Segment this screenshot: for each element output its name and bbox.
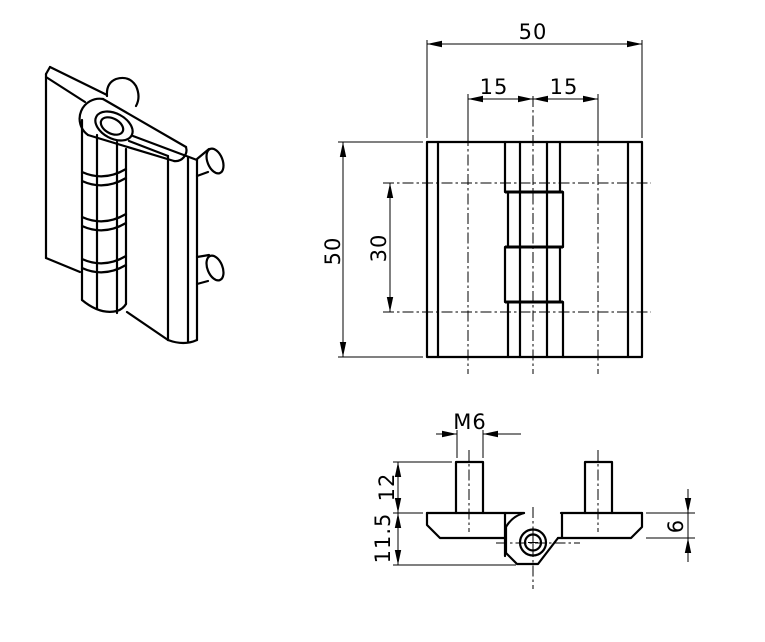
iso-stud-lower bbox=[195, 253, 225, 286]
dim-front-pitch: 15 15 bbox=[467, 75, 599, 140]
dim-text-thread: M6 bbox=[453, 410, 486, 434]
dim-text-total-height: 50 bbox=[321, 237, 345, 266]
bottom-centerlines bbox=[468, 450, 599, 589]
dim-text-stud-length: 12 bbox=[375, 473, 399, 502]
dim-text-pitch-right: 15 bbox=[550, 75, 579, 99]
iso-pin-hole-rim bbox=[94, 110, 134, 142]
dim-front-stud-spacing: 30 bbox=[367, 183, 394, 312]
dim-front-total-width: 50 bbox=[426, 20, 643, 138]
dim-text-total-width: 50 bbox=[519, 20, 548, 44]
iso-knuckle bbox=[80, 118, 128, 315]
iso-top-flange bbox=[78, 97, 188, 163]
iso-right-leaf bbox=[125, 134, 199, 345]
front-body bbox=[425, 140, 644, 359]
dim-bottom-overall-depth: 11.5 bbox=[371, 513, 516, 566]
dim-text-overall-depth: 11.5 bbox=[371, 513, 395, 564]
dim-bottom-thread: M6 bbox=[436, 410, 521, 458]
bottom-stud-right bbox=[583, 460, 614, 515]
dim-bottom-leaf-thickness: 6 bbox=[646, 489, 695, 562]
dim-text-leaf-thickness: 6 bbox=[664, 519, 688, 533]
front-outline bbox=[425, 140, 644, 359]
iso-stud-top bbox=[105, 76, 140, 108]
bottom-stud-left bbox=[454, 460, 485, 515]
bottom-outline bbox=[425, 460, 644, 566]
dim-front-total-height: 50 bbox=[321, 141, 423, 358]
dim-text-stud-spacing: 30 bbox=[367, 234, 391, 263]
dim-text-pitch-left: 15 bbox=[480, 75, 509, 99]
isometric-view bbox=[44, 65, 225, 345]
front-view: 50 15 15 50 30 bbox=[321, 20, 651, 374]
bottom-view: M6 12 11.5 6 bbox=[371, 410, 695, 589]
front-centerlines bbox=[383, 96, 651, 374]
iso-pin-hole bbox=[99, 116, 125, 136]
bottom-barrel bbox=[504, 511, 560, 566]
iso-stud-upper bbox=[195, 147, 225, 178]
iso-left-leaf bbox=[44, 65, 109, 274]
dim-bottom-stud-length: 12 bbox=[375, 461, 452, 514]
